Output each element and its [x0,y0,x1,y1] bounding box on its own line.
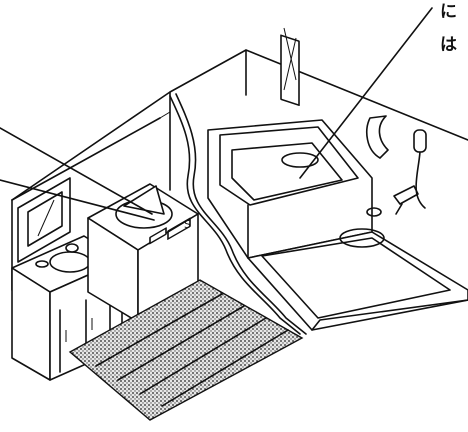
ventilation-grille [280,27,300,106]
mirror-cabinet [17,177,71,263]
shower-fixture [366,115,427,215]
caption-line-1: に [440,2,457,22]
caption-line-2: は [440,35,457,55]
shower-floor [247,207,468,331]
floor-mat [68,279,304,421]
pointer-lines [0,7,433,221]
curtain-partition [169,93,307,335]
svg-text:S: S [184,218,191,231]
